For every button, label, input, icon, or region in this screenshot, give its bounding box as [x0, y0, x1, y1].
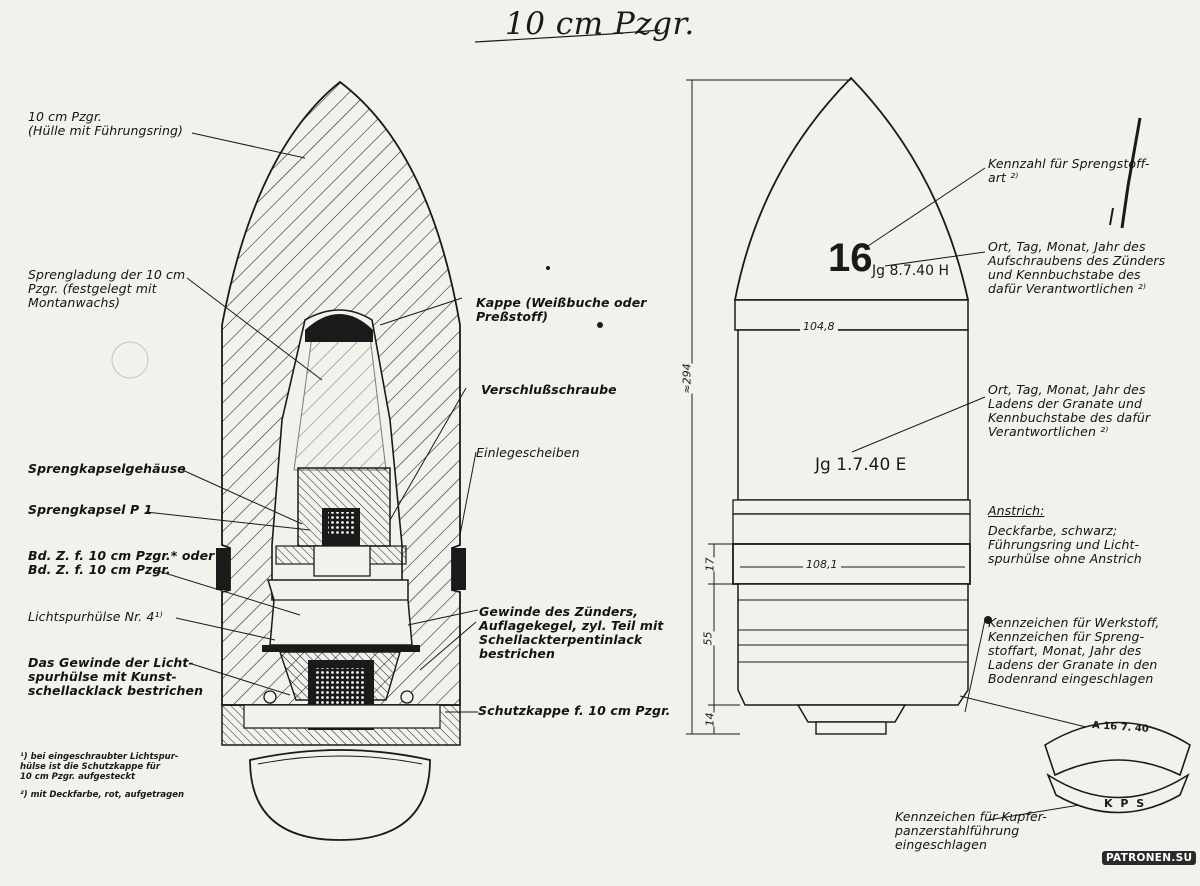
drawing-title: 10 cm Pzgr.: [505, 6, 695, 42]
dim-band-offset: 17: [703, 557, 717, 572]
label-cap-housing: Sprengkapselgehäuse: [28, 461, 186, 476]
label-paint-heading: Anstrich:: [988, 503, 1045, 518]
dim-overall-length: ≈294: [680, 363, 694, 394]
label-material: Kennzeichen für Werkstoff, Kennzeichen f…: [988, 615, 1160, 686]
footnote-1: ¹) bei eingeschraubter Lichtspur- hülse …: [20, 752, 179, 782]
label-paint-text: Deckfarbe, schwarz; Führungsring und Lic…: [988, 523, 1142, 566]
dim-upper-diameter: 104,8: [800, 320, 838, 333]
label-screw: Verschlußschraube: [481, 382, 617, 397]
label-cap: Kappe (Weißbuche oder Preßstoff): [476, 295, 647, 324]
label-shell: 10 cm Pzgr. (Hülle mit Führungsring): [28, 109, 184, 138]
stamp-lower: Jg 1.7.40 E: [815, 455, 907, 475]
label-screwing-date: Ort, Tag, Monat, Jahr des Aufschraubens …: [988, 239, 1166, 296]
dim-base-section: 55: [701, 631, 715, 646]
label-detonator: Sprengkapsel P 1: [28, 502, 153, 517]
label-copper: Kennzeichen für Kupfer- panzerstahlführu…: [895, 809, 1047, 852]
exterior-view: [732, 76, 971, 735]
label-tracer-thread: Das Gewinde der Licht- spurhülse mit Kun…: [28, 655, 204, 698]
watermark: PATRONEN.SU: [1102, 851, 1197, 865]
label-fuze: Bd. Z. f. 10 cm Pzgr.* oder Bd. Z. f. 10…: [28, 548, 215, 577]
label-washers: Einlegescheiben: [476, 445, 580, 460]
explosive-number: 16: [828, 236, 873, 280]
footnote-2: ²) mit Deckfarbe, rot, aufgetragen: [20, 790, 185, 800]
stamp-upper: Jg 8.7.40 H: [872, 263, 949, 279]
label-tracer: Lichtspurhülse Nr. 4¹⁾: [28, 609, 163, 624]
dim-band-diameter: 108,1: [803, 558, 841, 571]
dim-base-end: 14: [703, 712, 717, 727]
label-kennzahl: Kennzahl für Sprengstoff- art ²⁾: [988, 156, 1150, 185]
section-view: [216, 80, 466, 841]
label-charge: Sprengladung der 10 cm Pzgr. (festgelegt…: [28, 267, 186, 310]
label-loading-date: Ort, Tag, Monat, Jahr des Ladens der Gra…: [988, 382, 1151, 439]
label-thread: Gewinde des Zünders, Auflagekegel, zyl. …: [479, 604, 664, 661]
label-protective-cap: Schutzkappe f. 10 cm Pzgr.: [478, 703, 671, 718]
stamp-band: K P S: [1104, 797, 1147, 810]
